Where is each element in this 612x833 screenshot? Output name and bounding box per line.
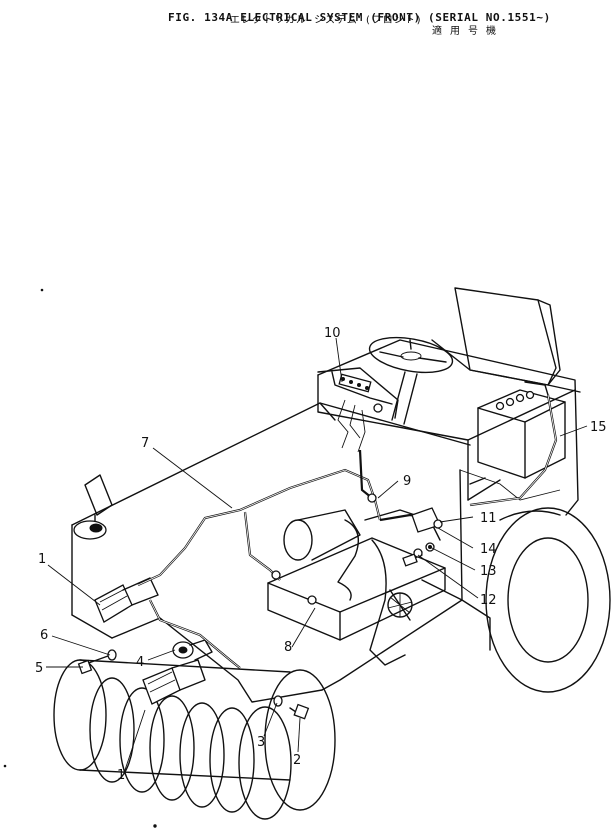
mirror-and-light <box>73 474 113 540</box>
rear-wheel <box>485 507 611 693</box>
callout-7: 7 <box>141 436 149 451</box>
operator-seat <box>431 287 581 393</box>
battery <box>477 381 566 479</box>
head-lamps <box>94 577 206 705</box>
relay-group <box>271 493 443 605</box>
figure-title: FIG. 134A ELECTRICAL SYSTEM (FRONT) (SER… <box>168 11 551 24</box>
steering-wheel <box>368 336 454 425</box>
japanese-serial-label: 適 用 号 機 <box>432 26 498 37</box>
engine-block <box>267 509 446 666</box>
header-japanese: エレクトリカル システム (フロント) 適 用 号 機 <box>0 0 612 37</box>
callout-labels: 1 1 2 3 4 5 6 7 8 9 10 11 12 13 14 15 <box>35 326 607 783</box>
callout-1-upper: 1 <box>38 552 46 567</box>
callout-14: 14 <box>480 542 497 557</box>
japanese-title: エレクトリカル システム (フロント) <box>230 15 423 26</box>
callout-11: 11 <box>480 511 497 526</box>
callout-4: 4 <box>136 655 144 670</box>
instrument-panel <box>317 367 399 453</box>
wiring-harness <box>137 394 558 669</box>
callout-3: 3 <box>257 735 265 750</box>
horn <box>172 639 213 661</box>
rear-body <box>317 339 579 516</box>
callout-2: 2 <box>293 753 301 768</box>
callout-12: 12 <box>480 593 497 608</box>
front-body <box>71 402 491 703</box>
callout-9: 9 <box>403 474 411 489</box>
callout-15: 15 <box>590 420 607 435</box>
front-rolls <box>53 659 336 820</box>
callout-1-lower: 1 <box>117 768 125 783</box>
callout-13: 13 <box>480 564 497 579</box>
callout-10: 10 <box>324 326 341 341</box>
leader-lines <box>46 337 588 774</box>
fasteners <box>77 649 310 720</box>
callout-5: 5 <box>35 661 43 676</box>
callout-6: 6 <box>40 628 48 643</box>
callout-8: 8 <box>284 640 292 655</box>
